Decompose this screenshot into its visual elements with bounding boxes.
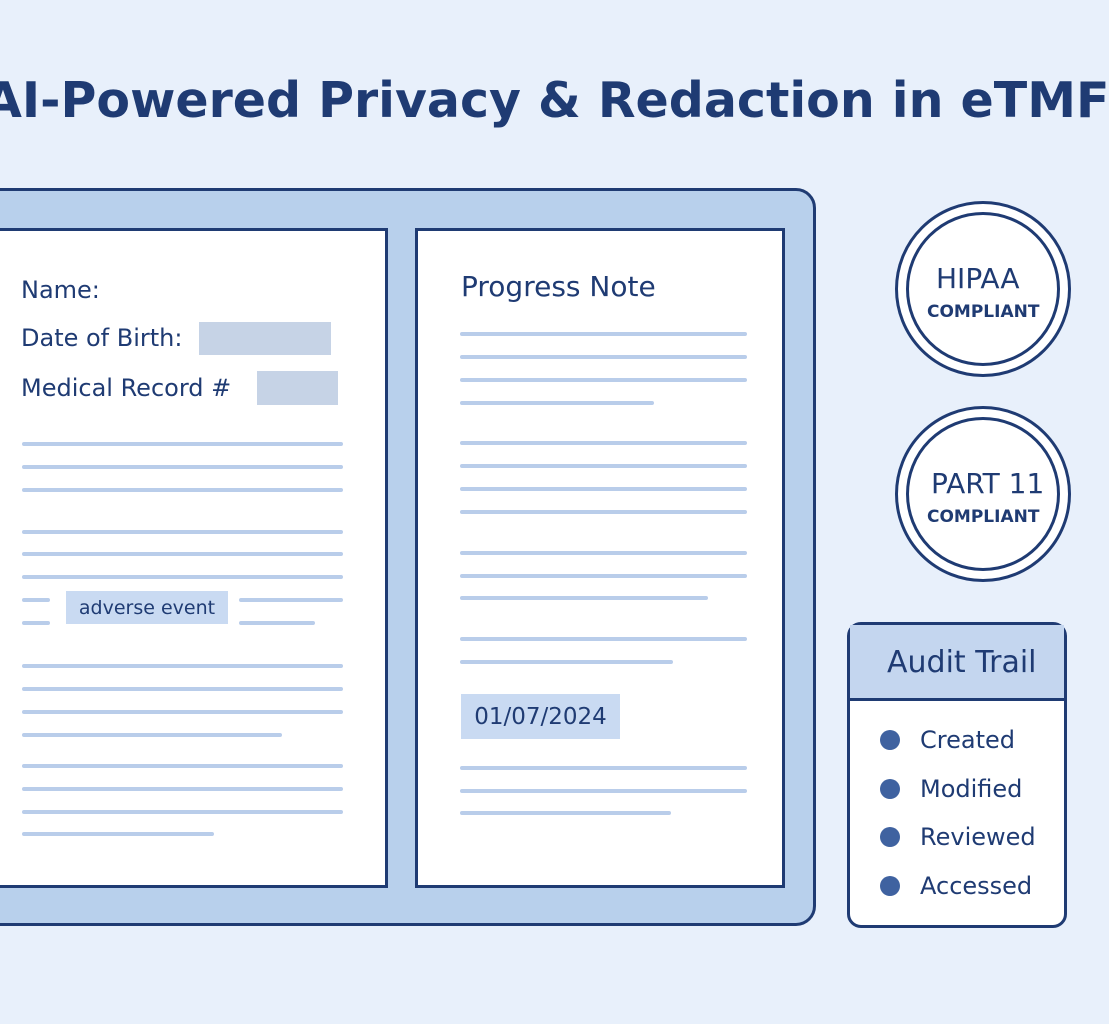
page-title: AI-Powered Privacy & Redaction in eTMF: [0, 72, 1109, 129]
progress-note-heading: Progress Note: [461, 270, 656, 303]
audit-trail-panel: Audit Trail Created Modified Reviewed Ac…: [847, 622, 1067, 928]
text-line: [22, 465, 343, 469]
text-line: [460, 355, 747, 359]
text-line: [22, 621, 50, 625]
progress-note-document: [415, 228, 785, 888]
badge-main-text: PART 11: [931, 467, 1045, 500]
badge-sub-text: COMPLIANT: [927, 302, 1040, 322]
text-line: [460, 766, 747, 770]
text-line: [22, 664, 343, 668]
text-line: [460, 464, 747, 468]
audit-item: Reviewed: [880, 822, 1036, 852]
text-line: [22, 530, 343, 534]
text-line: [460, 660, 673, 664]
date-highlight: 01/07/2024: [461, 694, 620, 739]
text-line: [22, 488, 343, 492]
text-line: [22, 764, 343, 768]
dob-redaction-box: [199, 322, 331, 355]
audit-item-label: Reviewed: [920, 823, 1036, 851]
text-line: [22, 687, 343, 691]
audit-trail-header: Audit Trail: [850, 625, 1064, 701]
text-line: [460, 487, 747, 491]
bullet-dot-icon: [880, 730, 900, 750]
text-line: [239, 621, 315, 625]
bullet-dot-icon: [880, 827, 900, 847]
dob-field-label: Date of Birth:: [21, 324, 183, 352]
text-line: [460, 811, 671, 815]
part11-compliant-badge: PART 11 COMPLIANT: [895, 406, 1071, 582]
text-line: [460, 378, 747, 382]
text-line: [460, 441, 747, 445]
audit-item-label: Modified: [920, 775, 1023, 803]
audit-item: Created: [880, 725, 1015, 755]
text-line: [239, 598, 343, 602]
text-line: [22, 810, 343, 814]
adverse-event-highlight: adverse event: [66, 591, 228, 624]
audit-item: Modified: [880, 774, 1022, 804]
text-line: [22, 598, 50, 602]
badge-sub-text: COMPLIANT: [927, 507, 1040, 527]
text-line: [22, 710, 343, 714]
text-line: [22, 552, 343, 556]
text-line: [460, 332, 747, 336]
text-line: [22, 575, 343, 579]
mrn-redaction-box: [257, 371, 338, 405]
badge-ring: [906, 212, 1060, 366]
text-line: [22, 832, 214, 836]
text-line: [22, 733, 282, 737]
text-line: [460, 551, 747, 555]
bullet-dot-icon: [880, 876, 900, 896]
text-line: [460, 596, 708, 600]
text-line: [460, 510, 747, 514]
text-line: [22, 787, 343, 791]
name-field-label: Name:: [21, 276, 100, 304]
bullet-dot-icon: [880, 779, 900, 799]
audit-item: Accessed: [880, 871, 1032, 901]
badge-main-text: HIPAA: [936, 262, 1020, 295]
text-line: [460, 789, 747, 793]
audit-trail-title: Audit Trail: [887, 645, 1037, 680]
hipaa-compliant-badge: HIPAA COMPLIANT: [895, 201, 1071, 377]
audit-item-label: Created: [920, 726, 1015, 754]
infographic: AI-Powered Privacy & Redaction in eTMF N…: [0, 72, 1109, 928]
text-line: [460, 401, 654, 405]
text-line: [22, 442, 343, 446]
mrn-field-label: Medical Record #: [21, 374, 232, 402]
text-line: [460, 637, 747, 641]
text-line: [460, 574, 747, 578]
audit-item-label: Accessed: [920, 872, 1033, 900]
badge-ring: [906, 417, 1060, 571]
